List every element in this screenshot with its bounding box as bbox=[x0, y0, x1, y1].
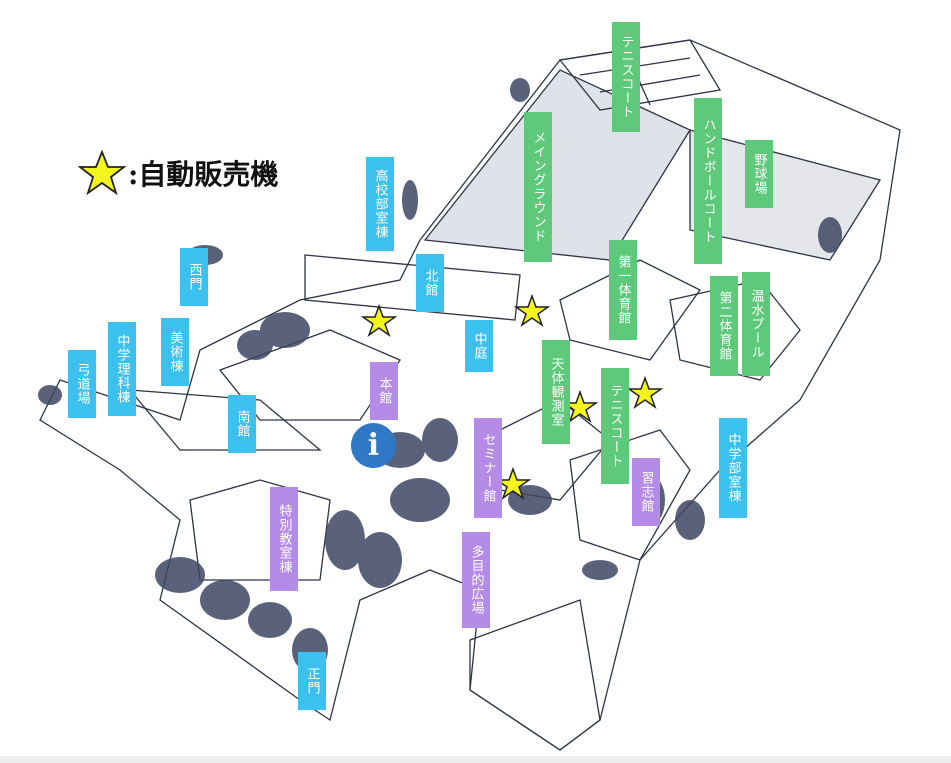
label-tennis-top[interactable]: テニスコート bbox=[612, 22, 640, 132]
label-honkan[interactable]: 本館 bbox=[370, 362, 398, 420]
label-seimon-west[interactable]: 西門 bbox=[180, 248, 208, 306]
label-shushikan[interactable]: 習志館 bbox=[632, 458, 660, 526]
label-tennis-mid[interactable]: テニスコート bbox=[601, 368, 629, 484]
tennis-court-top-area bbox=[558, 39, 722, 111]
label-onsui-pool[interactable]: 温水プール bbox=[742, 272, 770, 376]
label-chugaku-bushitsu[interactable]: 中学部室棟 bbox=[719, 418, 747, 518]
vending-star-icon bbox=[626, 375, 664, 409]
label-seminar[interactable]: セミナー館 bbox=[474, 418, 502, 518]
star-icon bbox=[78, 150, 126, 196]
label-yakyujo[interactable]: 野球場 bbox=[745, 140, 773, 208]
label-seimon[interactable]: 正門 bbox=[298, 652, 326, 710]
label-main-ground[interactable]: メイングラウンド bbox=[524, 112, 552, 262]
special-building bbox=[189, 479, 331, 581]
north-building bbox=[304, 254, 521, 321]
plaza-area bbox=[469, 599, 601, 751]
shushikan-building bbox=[569, 429, 691, 561]
label-nankan[interactable]: 南館 bbox=[228, 395, 256, 453]
footer-bar bbox=[0, 756, 951, 763]
label-daiichi-taiiku[interactable]: 第一体育館 bbox=[609, 240, 637, 340]
label-chutei[interactable]: 中庭 bbox=[465, 320, 493, 372]
label-daini-taiiku[interactable]: 第二体育館 bbox=[710, 276, 738, 376]
label-handball[interactable]: ハンドボールコート bbox=[694, 98, 722, 264]
label-kyudojo[interactable]: 弓道場 bbox=[68, 350, 96, 418]
trees bbox=[38, 78, 842, 672]
label-bijutsu[interactable]: 美術棟 bbox=[161, 318, 189, 386]
label-kitakan[interactable]: 北館 bbox=[416, 254, 444, 312]
info-icon[interactable]: i bbox=[351, 423, 396, 468]
legend-label: :自動販売機 bbox=[128, 158, 279, 191]
label-chugaku-rika[interactable]: 中学理科棟 bbox=[108, 322, 136, 416]
vending-star-icon bbox=[513, 293, 551, 327]
south-building bbox=[128, 389, 322, 451]
main-ground-area bbox=[423, 69, 691, 261]
campus-outline bbox=[39, 39, 901, 751]
label-kokou-bushitsu[interactable]: 高校部室棟 bbox=[366, 157, 394, 251]
label-tokubetsu[interactable]: 特別教室棟 bbox=[270, 487, 298, 591]
legend: :自動販売機 bbox=[78, 150, 278, 196]
label-tamokuteki[interactable]: 多目的広場 bbox=[462, 532, 490, 628]
label-tentai[interactable]: 天体観測室 bbox=[542, 340, 570, 444]
vending-star-icon bbox=[360, 303, 398, 337]
vending-stars bbox=[360, 293, 664, 500]
